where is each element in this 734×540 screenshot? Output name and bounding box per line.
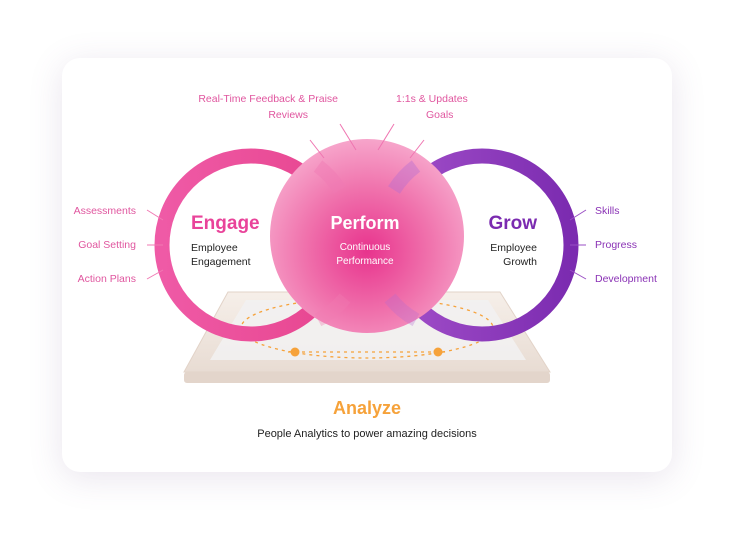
grow-subtitle-line1: Employee xyxy=(490,242,537,254)
grow-item-progress: Progress xyxy=(595,239,638,251)
analyze-node-right xyxy=(433,347,443,357)
grow-title: Grow xyxy=(488,213,537,234)
engage-subtitle-line2: Engagement xyxy=(191,256,251,268)
grow-connectors xyxy=(569,209,587,280)
engage-connectors xyxy=(146,209,164,280)
perform-item-feedback: Real-Time Feedback & Praise xyxy=(198,93,338,105)
perform-title: Perform xyxy=(330,213,400,233)
grow-subtitle: Employee Growth xyxy=(490,241,537,269)
perform-connectors xyxy=(309,123,425,159)
analyze-title: Analyze xyxy=(332,398,402,418)
engage-item-action-plans: Action Plans xyxy=(77,273,136,285)
analyze-node-left xyxy=(290,347,300,357)
perform-item-one-on-ones: 1:1s & Updates xyxy=(396,93,468,105)
engage-subtitle: Employee Engagement xyxy=(191,241,251,269)
analyze-subtitle: People Analytics to power amazing decisi… xyxy=(257,428,477,440)
engage-item-assessments: Assessments xyxy=(73,205,136,217)
perform-subtitle: Continuous Performance xyxy=(300,241,430,269)
perform-item-goals: Goals xyxy=(426,109,454,121)
perform-subtitle-line2: Performance xyxy=(336,256,394,267)
engage-subtitle-line1: Employee xyxy=(191,242,238,254)
perform-item-reviews: Reviews xyxy=(268,109,308,121)
engage-item-goal-setting: Goal Setting xyxy=(78,239,136,251)
perform-subtitle-line1: Continuous xyxy=(339,242,391,253)
engage-title: Engage xyxy=(191,213,260,234)
grow-subtitle-line2: Growth xyxy=(503,256,537,268)
perform-sphere xyxy=(270,139,464,333)
grow-item-skills: Skills xyxy=(595,205,620,217)
grow-item-development: Development xyxy=(595,273,657,285)
